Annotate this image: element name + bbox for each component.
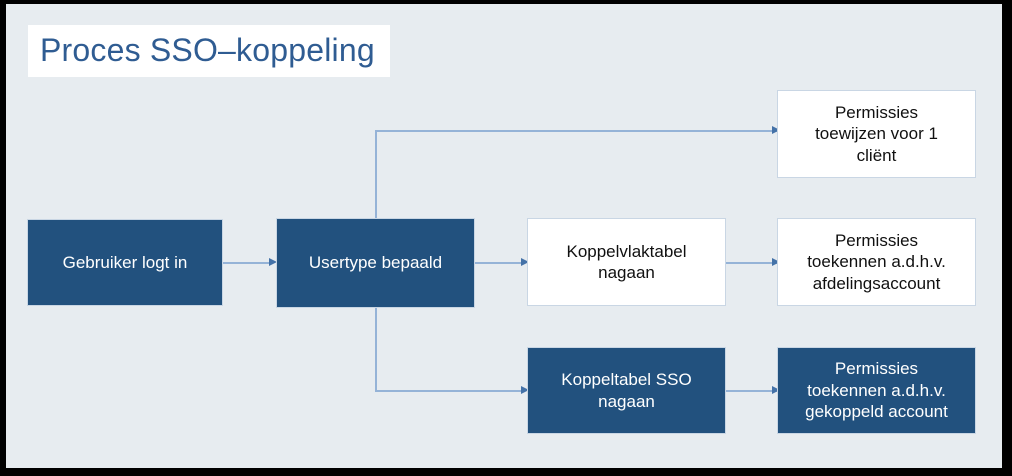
node-label: Gebruiker logt in — [62, 252, 188, 272]
diagram-stage: Proces SSO–koppeling Gebruiker logt in U… — [6, 4, 1002, 468]
arrowhead-usertype-to-koppeltabel — [521, 386, 529, 394]
node-koppeltabel-sso-nagaan[interactable]: Koppeltabel SSO nagaan — [527, 347, 726, 434]
arrowhead-koppelvlaktabel-to-afdeling — [772, 258, 780, 266]
connector-gebruiker-to-usertype — [222, 262, 272, 264]
node-label: Koppeltabel SSO nagaan — [561, 370, 692, 411]
page-title-text: Proces SSO–koppeling — [40, 32, 375, 69]
connector-koppelvlaktabel-to-afdeling — [725, 262, 777, 264]
connector-usertype-to-client-horizontal — [375, 130, 777, 132]
node-label: Usertype bepaald — [308, 253, 443, 273]
connector-usertype-to-koppeltabel-vertical — [375, 307, 377, 391]
arrowhead-usertype-to-client — [772, 126, 780, 134]
node-permissies-toewijzen-1-client[interactable]: Permissies toewijzen voor 1 cliënt — [777, 90, 976, 178]
node-label: Permissies toekennen a.d.h.v. gekoppeld … — [805, 359, 948, 422]
node-permissies-afdelingsaccount[interactable]: Permissies toekennen a.d.h.v. afdelingsa… — [777, 218, 976, 306]
node-usertype-bepaald[interactable]: Usertype bepaald — [276, 218, 475, 308]
connector-usertype-to-koppeltabel-horizontal — [375, 390, 525, 392]
connector-koppeltabel-to-gekoppeld — [725, 390, 777, 392]
node-label: Permissies toewijzen voor 1 cliënt — [815, 102, 938, 165]
node-permissies-gekoppeld-account[interactable]: Permissies toekennen a.d.h.v. gekoppeld … — [777, 347, 976, 434]
node-gebruiker-logt-in[interactable]: Gebruiker logt in — [27, 219, 223, 306]
node-koppelvlaktabel-nagaan[interactable]: Koppelvlaktabel nagaan — [527, 218, 726, 306]
page-title: Proces SSO–koppeling — [28, 25, 390, 77]
connector-usertype-to-koppelvlaktabel — [474, 262, 524, 264]
node-label: Koppelvlaktabel nagaan — [566, 241, 687, 282]
arrowhead-gebruiker-to-usertype — [269, 258, 277, 266]
arrowhead-usertype-to-koppelvlaktabel — [521, 258, 529, 266]
arrowhead-koppeltabel-to-gekoppeld — [772, 386, 780, 394]
connector-usertype-to-client-vertical — [375, 130, 377, 220]
node-label: Permissies toekennen a.d.h.v. afdelingsa… — [807, 230, 946, 293]
